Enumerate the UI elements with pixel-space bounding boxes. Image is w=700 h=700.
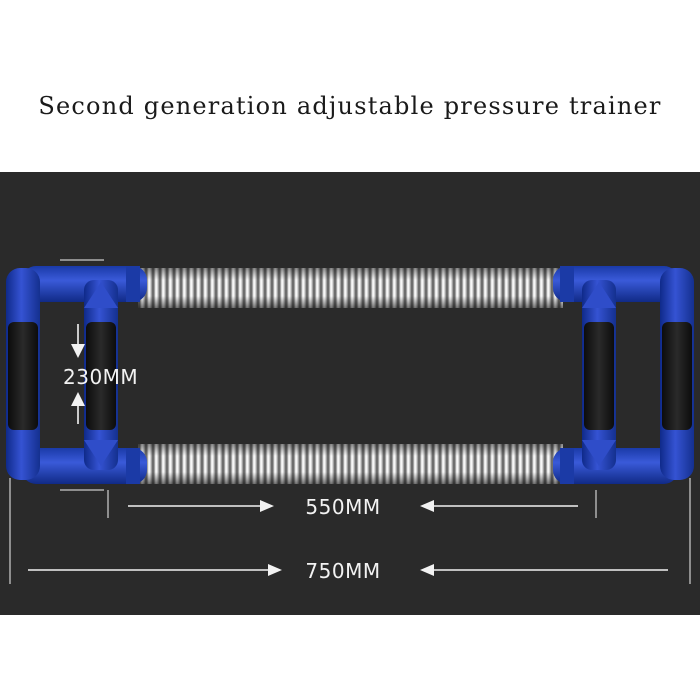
right-grip-foam (584, 322, 692, 430)
spring-length-label: 550MM (305, 495, 381, 519)
trainer-illustration (6, 259, 694, 584)
page-title: Second generation adjustable pressure tr… (38, 92, 662, 120)
product-photo: 230MM 550MM 750MM (0, 172, 700, 615)
top-spring (138, 268, 563, 308)
total-length-marker (9, 478, 691, 584)
total-length-label: 750MM (305, 559, 381, 583)
left-grip-foam (8, 322, 116, 430)
height-dimension-label: 230MM (63, 365, 139, 389)
spring-length-marker (107, 490, 597, 518)
height-dimension-marker (60, 259, 104, 491)
bottom-spring (138, 444, 563, 484)
